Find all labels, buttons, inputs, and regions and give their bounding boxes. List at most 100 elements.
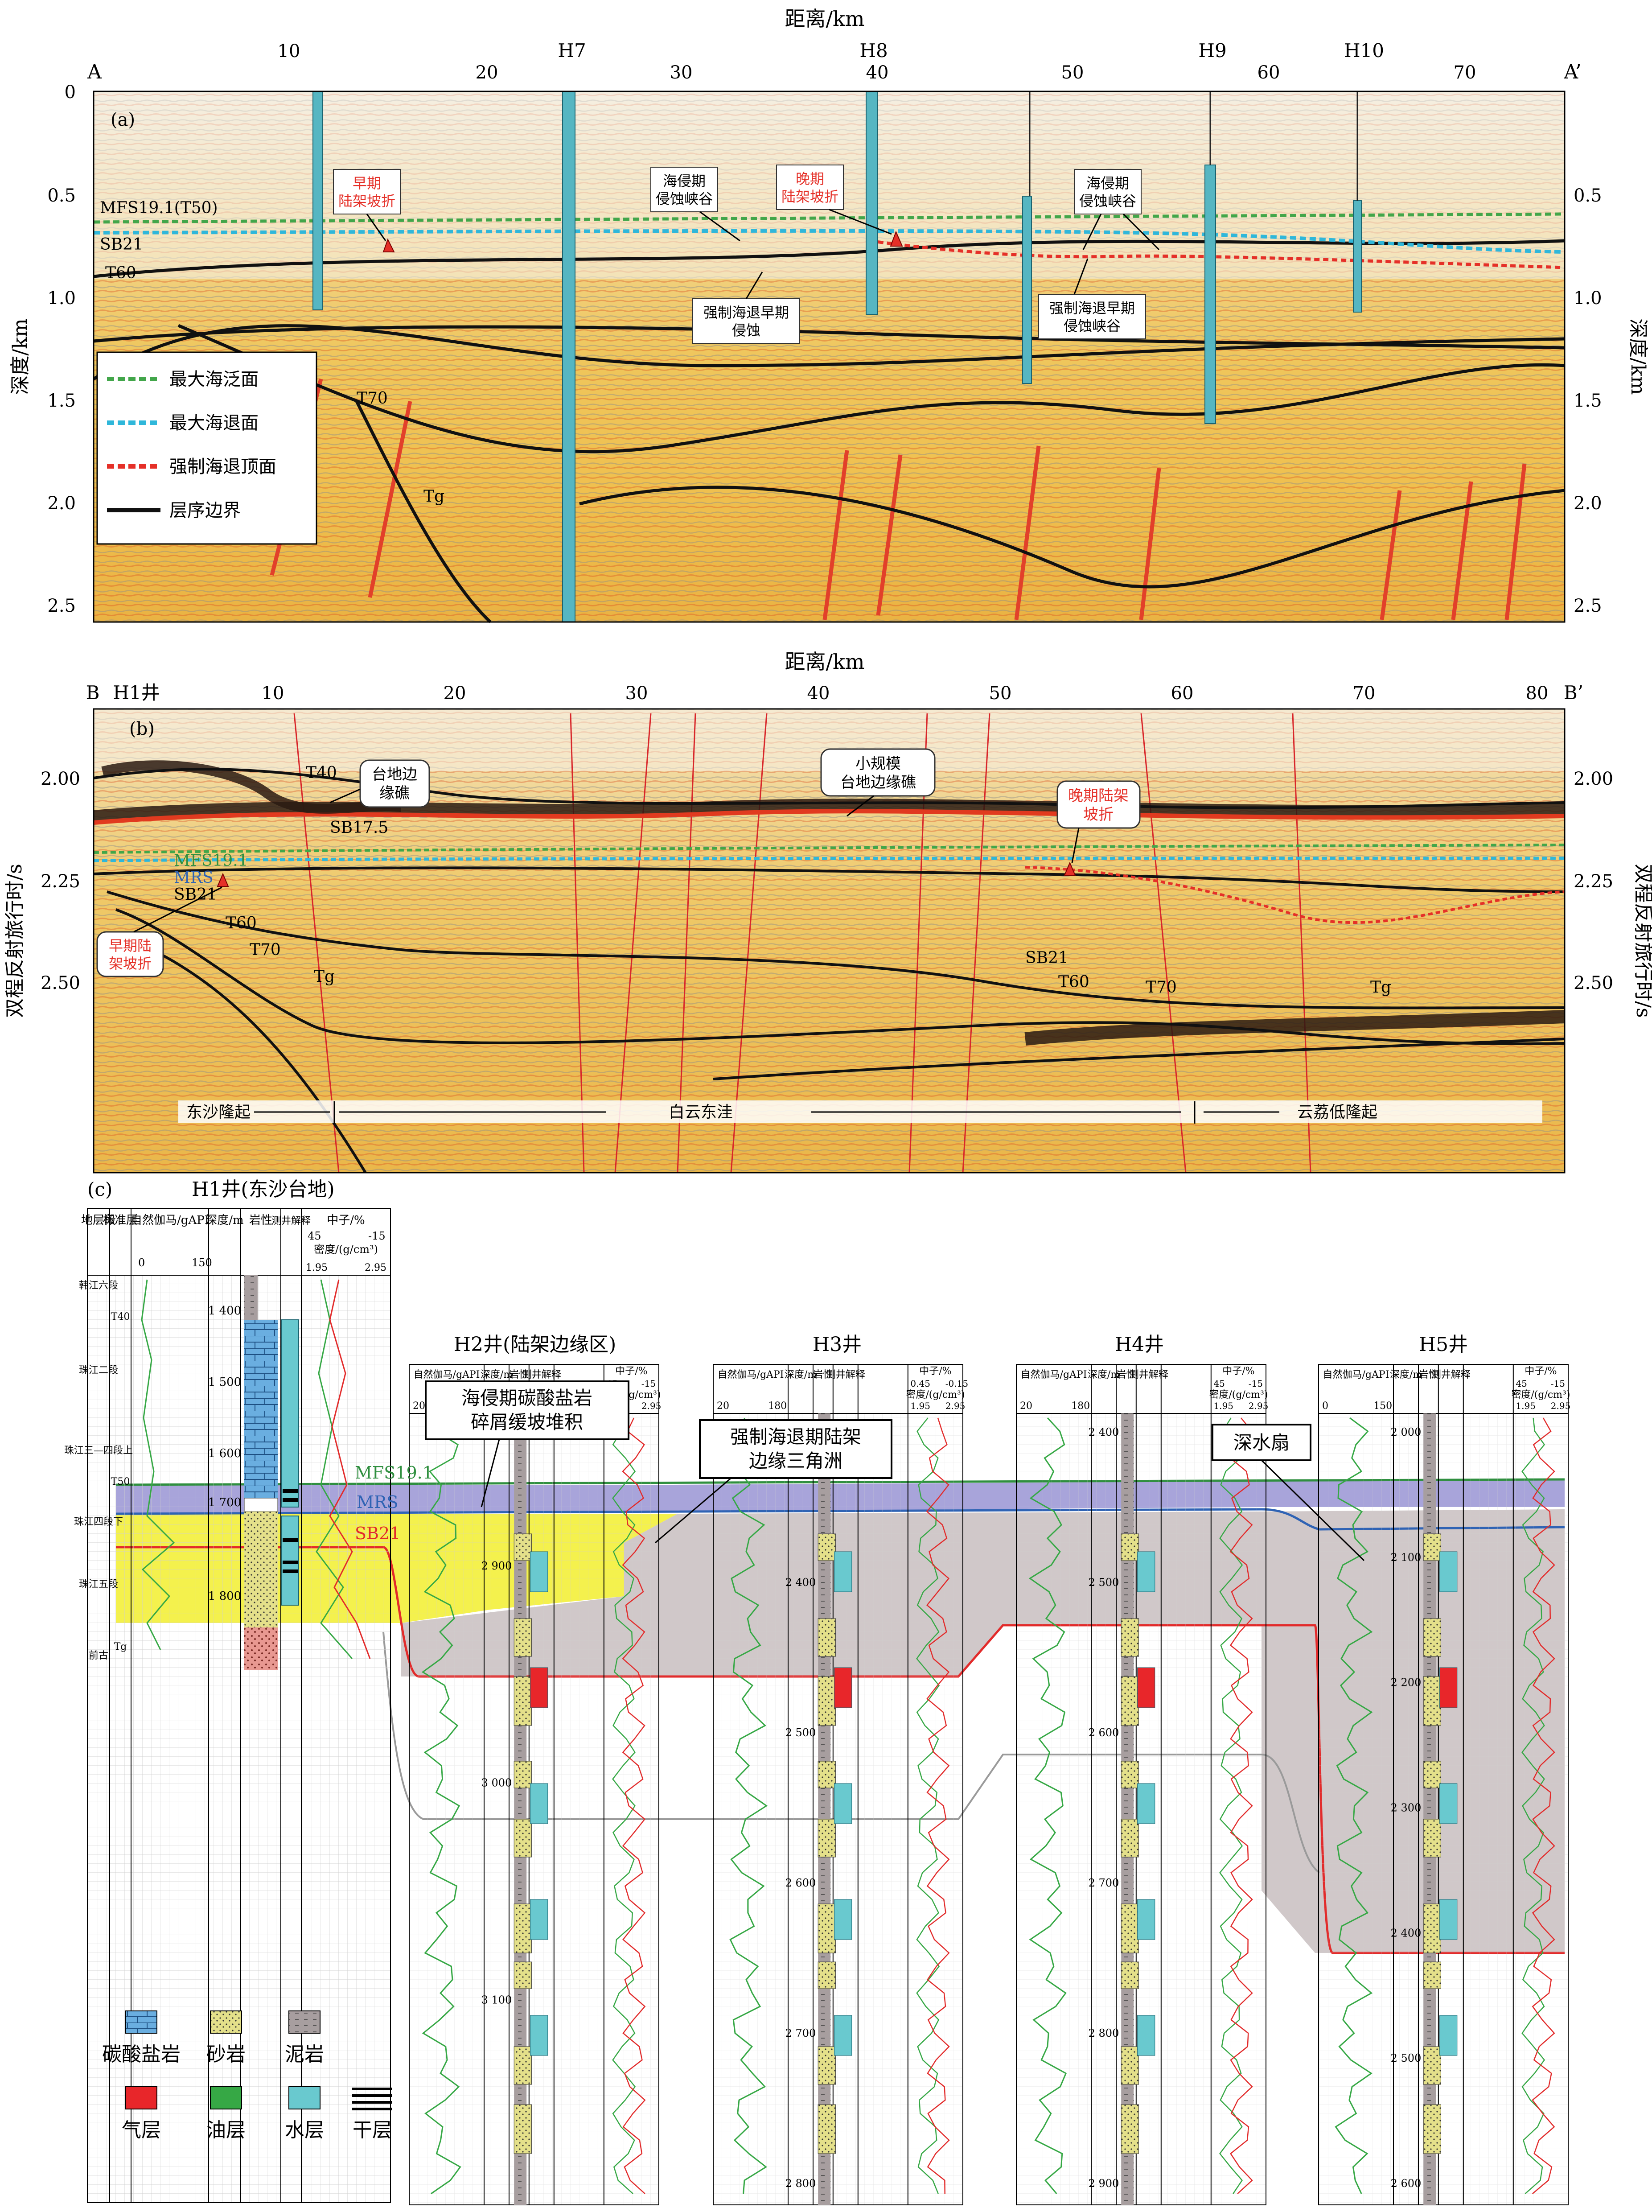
surface-ft-b [1025,866,1565,924]
well-label-h7: H7 [558,40,586,62]
well-header: 岩性 [509,1369,529,1380]
depth-label: 2 900 [481,1560,512,1572]
svg-text:岩性: 岩性 [249,1214,272,1227]
svg-text:强制海退早期: 强制海退早期 [703,304,789,321]
svg-text:珠江五段: 珠江五段 [79,1579,118,1590]
depth-label: 2 500 [1089,1576,1119,1589]
svg-text:1.95: 1.95 [1516,1401,1536,1411]
svg-text:B’: B’ [1564,682,1583,704]
panel-a-y-left: 0 0.5 1.0 1.5 2.0 2.5 深度/km [9,82,76,616]
svg-text:Tg: Tg [114,1641,127,1652]
svg-text:T70: T70 [250,941,281,959]
well-header: 测井解释 [1129,1369,1168,1380]
surface-mfs-b [93,844,1565,854]
panel-b-label: (b) [129,719,155,739]
label-sb: SB21 [355,1524,400,1543]
panel-a-end-right: A’ [1563,61,1581,83]
svg-text:-15: -15 [1551,1378,1565,1389]
svg-text:干层: 干层 [353,2119,392,2142]
depth-label: 3 000 [481,1777,512,1789]
svg-text:180: 180 [768,1401,787,1412]
svg-text:2.5: 2.5 [1574,596,1602,616]
svg-text:1 400: 1 400 [208,1304,241,1318]
svg-text:泥岩: 泥岩 [285,2043,324,2066]
annotation-late-break-b: 晚期陆架 坡折 [1056,780,1141,863]
svg-text:侵蚀峡谷: 侵蚀峡谷 [1064,317,1121,334]
svg-text:早期陆: 早期陆 [109,937,152,954]
svg-text:1.95: 1.95 [910,1401,930,1411]
well-track [1353,200,1362,313]
svg-text:2.95: 2.95 [945,1401,966,1411]
svg-text:MRS: MRS [174,869,214,887]
svg-text:1 700: 1 700 [208,1496,241,1509]
well-track [312,91,323,310]
break-marker [890,231,903,247]
annotation-forced-canyon: 强制海退早期 侵蚀峡谷 [1038,258,1146,339]
depth-label: 3 100 [481,1994,512,2006]
depth-label: 2 800 [1089,2027,1119,2039]
svg-text:60: 60 [1171,683,1194,704]
svg-text:-15: -15 [641,1378,656,1389]
panel-b: 距离/km B H1井 B’ 10 20 30 40 50 60 70 80 (… [4,650,1652,1174]
svg-text:侵蚀: 侵蚀 [732,322,760,339]
panel-b-horizon-labels: T40 SB17.5 MFS19.1 MRS SB21 T60 T70 Tg S… [174,764,1391,997]
svg-text:T60: T60 [226,914,257,932]
well-header: 深度/m [481,1369,513,1380]
depth-label: 2 700 [785,2027,816,2039]
well-label-h8: H8 [859,40,888,62]
legend-ft: 强制海退顶面 [169,457,276,477]
depth-label: 2 600 [785,1877,816,1889]
well-header: 中子/% [615,1366,647,1377]
svg-text:Tg: Tg [1370,978,1391,997]
svg-text:H1井: H1井 [113,682,160,704]
zone-yunli: 云荔低隆起 [1297,1103,1377,1121]
annotation-early-break-b: 早期陆 架坡折 [96,886,222,977]
legend-sb: 层序边界 [169,500,241,521]
well-header: 深度/m [785,1369,817,1380]
fill-deepwater [401,1509,1565,1953]
svg-text:2.0: 2.0 [1574,493,1602,514]
well-track [866,91,878,315]
well-header: 密度/(g/cm³) [1511,1389,1570,1401]
zones-b: 东沙隆起 白云东洼 云荔低隆起 [186,1101,1377,1124]
depth-label: 2 800 [785,2177,816,2190]
svg-text:T40: T40 [306,764,337,782]
svg-text:地层段: 地层段 [81,1214,116,1227]
svg-text:深度/km: 深度/km [1627,318,1649,395]
surface-mrs-c [115,1508,1565,1531]
depth-label: 2 400 [1089,1426,1119,1438]
legend-mfs: 最大海泛面 [169,369,259,390]
svg-text:2.95: 2.95 [641,1401,662,1411]
svg-text:30: 30 [625,683,648,704]
well-h1: 地层段 标准层 自然伽马/gAPI 深度/m 岩性 测井解释 中子/% 密度/(… [64,1208,391,2203]
lith-legend: 碳酸盐岩 砂岩 泥岩 气层 油层 水层 干层 [102,2010,392,2142]
svg-text:10: 10 [262,683,284,704]
svg-text:1.95: 1.95 [306,1262,328,1273]
svg-text:海侵期: 海侵期 [1086,175,1129,192]
svg-text:气层: 气层 [122,2119,161,2142]
well-header: 密度/(g/cm³) [906,1389,965,1401]
horizon-label: MFS19.1(T50) [100,199,218,217]
annotation-canyon-2: 海侵期 侵蚀峡谷 [1074,169,1160,251]
svg-text:1.5: 1.5 [1574,391,1602,411]
svg-text:T40: T40 [111,1311,130,1322]
svg-text:2.50: 2.50 [1574,973,1613,993]
well-header: 测井解释 [826,1369,865,1380]
annotation-reef-2: 小规模 台地边缘礁 [820,748,936,817]
surface-mrs-a [93,229,1565,254]
well-header: 自然伽马/gAPI [414,1369,480,1380]
svg-text:深水扇: 深水扇 [1233,1432,1290,1454]
svg-text:150: 150 [1373,1401,1392,1412]
well-header: 自然伽马/gAPI [1021,1369,1087,1380]
svg-text:2.0: 2.0 [47,493,76,514]
svg-text:强制海退期陆架: 强制海退期陆架 [730,1426,861,1448]
well-track [1022,196,1032,384]
h1-units: 韩江六段 珠江二段 珠江三—四段上 珠江四段下 珠江五段 前古 [64,1280,133,1661]
well-track [1204,165,1216,424]
svg-text:-0.15: -0.15 [945,1378,968,1389]
well-track [562,91,575,622]
svg-text:标准层: 标准层 [103,1214,138,1227]
horizon-label: Tg [423,487,444,506]
